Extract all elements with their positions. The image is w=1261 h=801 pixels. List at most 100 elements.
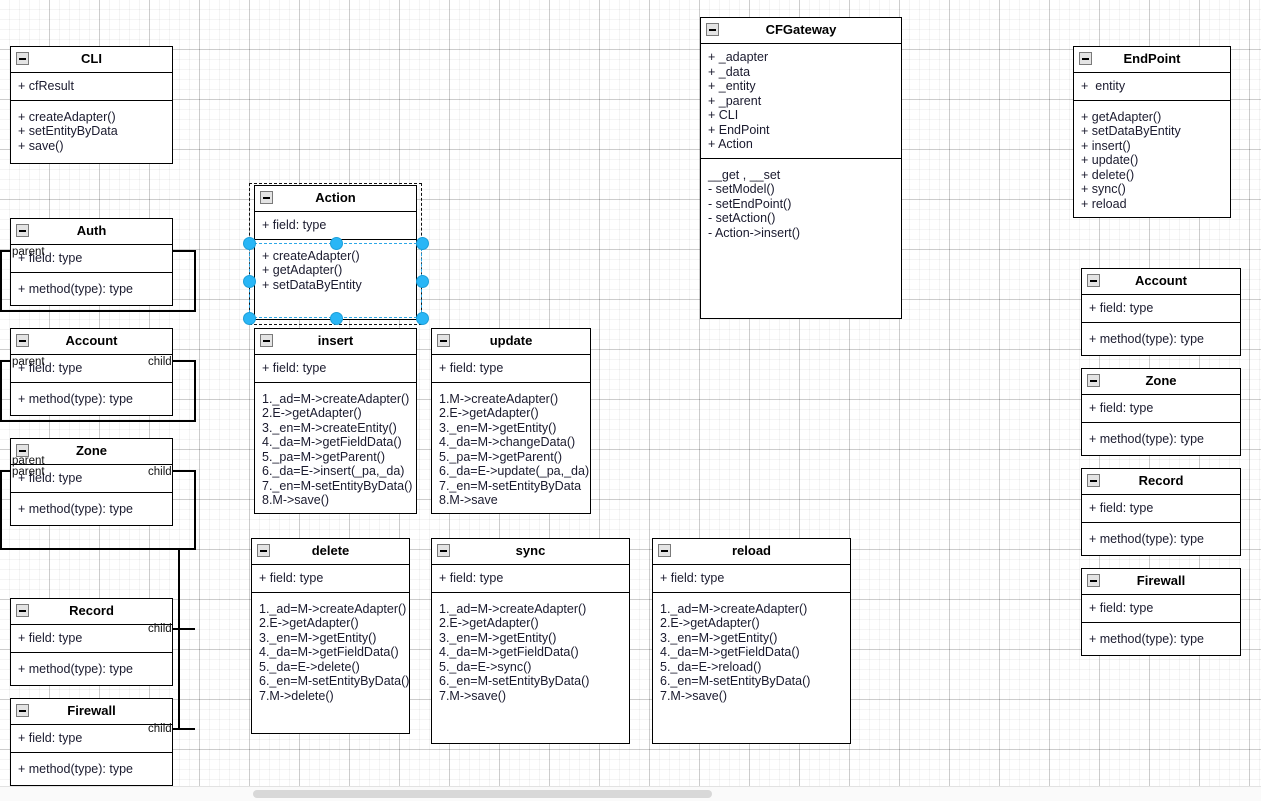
uml-methods-compartment[interactable]: + getAdapter()+ setDataByEntity+ insert(… — [1074, 101, 1230, 218]
uml-methods-compartment[interactable]: + createAdapter()+ getAdapter()+ setData… — [255, 240, 416, 299]
collapse-icon[interactable] — [16, 604, 29, 617]
uml-class-header[interactable]: Zone — [11, 439, 172, 465]
collapse-icon[interactable] — [257, 544, 270, 557]
collapse-icon[interactable] — [16, 224, 29, 237]
uml-attributes-compartment[interactable]: + field: type — [653, 565, 850, 593]
uml-attributes-compartment[interactable]: + field: type — [11, 465, 172, 493]
uml-class-header[interactable]: insert — [255, 329, 416, 355]
uml-class-header[interactable]: Record — [11, 599, 172, 625]
association-line[interactable] — [173, 250, 195, 252]
collapse-icon[interactable] — [1079, 52, 1092, 65]
association-role-label-firewall-child[interactable]: child — [148, 723, 172, 735]
collapse-icon[interactable] — [1087, 574, 1100, 587]
uml-attributes-compartment[interactable]: + field: type — [255, 212, 416, 240]
uml-methods-compartment[interactable]: 1._ad=M->createAdapter()2.E->getAdapter(… — [255, 383, 416, 514]
uml-methods-compartment[interactable]: + method(type): type — [11, 753, 172, 783]
collapse-icon[interactable] — [1087, 474, 1100, 487]
uml-attributes-compartment[interactable]: + field: type — [11, 625, 172, 653]
uml-class-record-left[interactable]: Record+ field: type+ method(type): type — [10, 598, 173, 686]
association-line[interactable] — [173, 728, 195, 730]
uml-class-account-right[interactable]: Account+ field: type+ method(type): type — [1081, 268, 1241, 356]
uml-attributes-compartment[interactable]: + field: type — [255, 355, 416, 383]
uml-methods-compartment[interactable]: 1.M->createAdapter()2.E->getAdapter()3._… — [432, 383, 590, 514]
horizontal-scrollbar[interactable] — [0, 786, 1261, 801]
association-line[interactable] — [178, 628, 180, 730]
uml-class-header[interactable]: Record — [1082, 469, 1240, 495]
association-role-label-auth-parent[interactable]: parent — [12, 246, 45, 258]
association-line[interactable] — [173, 628, 195, 630]
uml-class-record-right[interactable]: Record+ field: type+ method(type): type — [1081, 468, 1241, 556]
collapse-icon[interactable] — [260, 191, 273, 204]
uml-attributes-compartment[interactable]: + field: type — [1082, 595, 1240, 623]
uml-methods-compartment[interactable]: + method(type): type — [1082, 423, 1240, 453]
uml-class-header[interactable]: Account — [1082, 269, 1240, 295]
collapse-icon[interactable] — [437, 334, 450, 347]
uml-attributes-compartment[interactable]: + entity — [1074, 73, 1230, 101]
uml-class-header[interactable]: reload — [653, 539, 850, 565]
uml-class-cli[interactable]: CLI+ cfResult+ createAdapter()+ setEntit… — [10, 46, 173, 164]
collapse-icon[interactable] — [1087, 374, 1100, 387]
association-line[interactable] — [173, 360, 195, 362]
uml-methods-compartment[interactable]: + method(type): type — [11, 273, 172, 303]
uml-class-header[interactable]: EndPoint — [1074, 47, 1230, 73]
association-line[interactable] — [178, 548, 180, 630]
uml-class-account-left[interactable]: Account+ field: type+ method(type): type — [10, 328, 173, 416]
uml-methods-compartment[interactable]: 1._ad=M->createAdapter()2.E->getAdapter(… — [432, 593, 629, 710]
horizontal-scrollbar-thumb[interactable] — [253, 790, 712, 798]
uml-methods-compartment[interactable]: + method(type): type — [1082, 623, 1240, 653]
uml-class-header[interactable]: delete — [252, 539, 409, 565]
uml-attributes-compartment[interactable]: + field: type — [1082, 295, 1240, 323]
resize-handle-nw[interactable] — [243, 237, 256, 250]
uml-methods-compartment[interactable]: + method(type): type — [1082, 523, 1240, 553]
resize-handle-sw[interactable] — [243, 312, 256, 325]
collapse-icon[interactable] — [260, 334, 273, 347]
uml-class-header[interactable]: Zone — [1082, 369, 1240, 395]
association-line[interactable] — [0, 548, 196, 550]
association-role-label-account-parent[interactable]: parent — [12, 356, 45, 368]
collapse-icon[interactable] — [658, 544, 671, 557]
association-role-label-record-child[interactable]: child — [148, 623, 172, 635]
uml-attributes-compartment[interactable]: + field: type — [1082, 395, 1240, 423]
association-line[interactable] — [0, 360, 2, 422]
uml-class-header[interactable]: Firewall — [11, 699, 172, 725]
uml-class-header[interactable]: CLI — [11, 47, 172, 73]
resize-handle-se[interactable] — [416, 312, 429, 325]
association-role-label-account-child[interactable]: child — [148, 356, 172, 368]
uml-class-header[interactable]: sync — [432, 539, 629, 565]
collapse-icon[interactable] — [16, 52, 29, 65]
uml-attributes-compartment[interactable]: + cfResult — [11, 73, 172, 101]
uml-methods-compartment[interactable]: 1._ad=M->createAdapter()2.E->getAdapter(… — [252, 593, 409, 710]
collapse-icon[interactable] — [16, 444, 29, 457]
uml-class-zone-left[interactable]: Zone+ field: type+ method(type): type — [10, 438, 173, 526]
uml-class-header[interactable]: update — [432, 329, 590, 355]
uml-methods-compartment[interactable]: + createAdapter()+ setEntityByData+ save… — [11, 101, 172, 160]
association-role-label-zone-parent-b[interactable]: parent — [12, 466, 45, 478]
association-line[interactable] — [0, 310, 196, 312]
uml-class-firewall-left[interactable]: Firewall+ field: type+ method(type): typ… — [10, 698, 173, 786]
uml-attributes-compartment[interactable]: + field: type — [432, 565, 629, 593]
resize-handle-s[interactable] — [329, 312, 343, 325]
collapse-icon[interactable] — [1087, 274, 1100, 287]
uml-class-header[interactable]: Auth — [11, 219, 172, 245]
collapse-icon[interactable] — [437, 544, 450, 557]
uml-class-zone-right[interactable]: Zone+ field: type+ method(type): type — [1081, 368, 1241, 456]
uml-methods-compartment[interactable]: + method(type): type — [1082, 323, 1240, 353]
collapse-icon[interactable] — [16, 334, 29, 347]
association-line[interactable] — [0, 420, 196, 422]
association-line[interactable] — [0, 470, 2, 550]
collapse-icon[interactable] — [16, 704, 29, 717]
uml-class-header[interactable]: Firewall — [1082, 569, 1240, 595]
uml-methods-compartment[interactable]: + method(type): type — [11, 653, 172, 683]
uml-class-cfgateway[interactable]: CFGateway+ _adapter+ _data+ _entity+ _pa… — [700, 17, 902, 319]
resize-handle-ne[interactable] — [416, 237, 429, 250]
resize-handle-e[interactable] — [416, 274, 429, 288]
uml-attributes-compartment[interactable]: + field: type — [11, 725, 172, 753]
uml-class-auth[interactable]: Auth+ field: type+ method(type): type — [10, 218, 173, 306]
uml-attributes-compartment[interactable]: + field: type — [11, 245, 172, 273]
uml-class-endpoint[interactable]: EndPoint+ entity+ getAdapter()+ setDataB… — [1073, 46, 1231, 218]
